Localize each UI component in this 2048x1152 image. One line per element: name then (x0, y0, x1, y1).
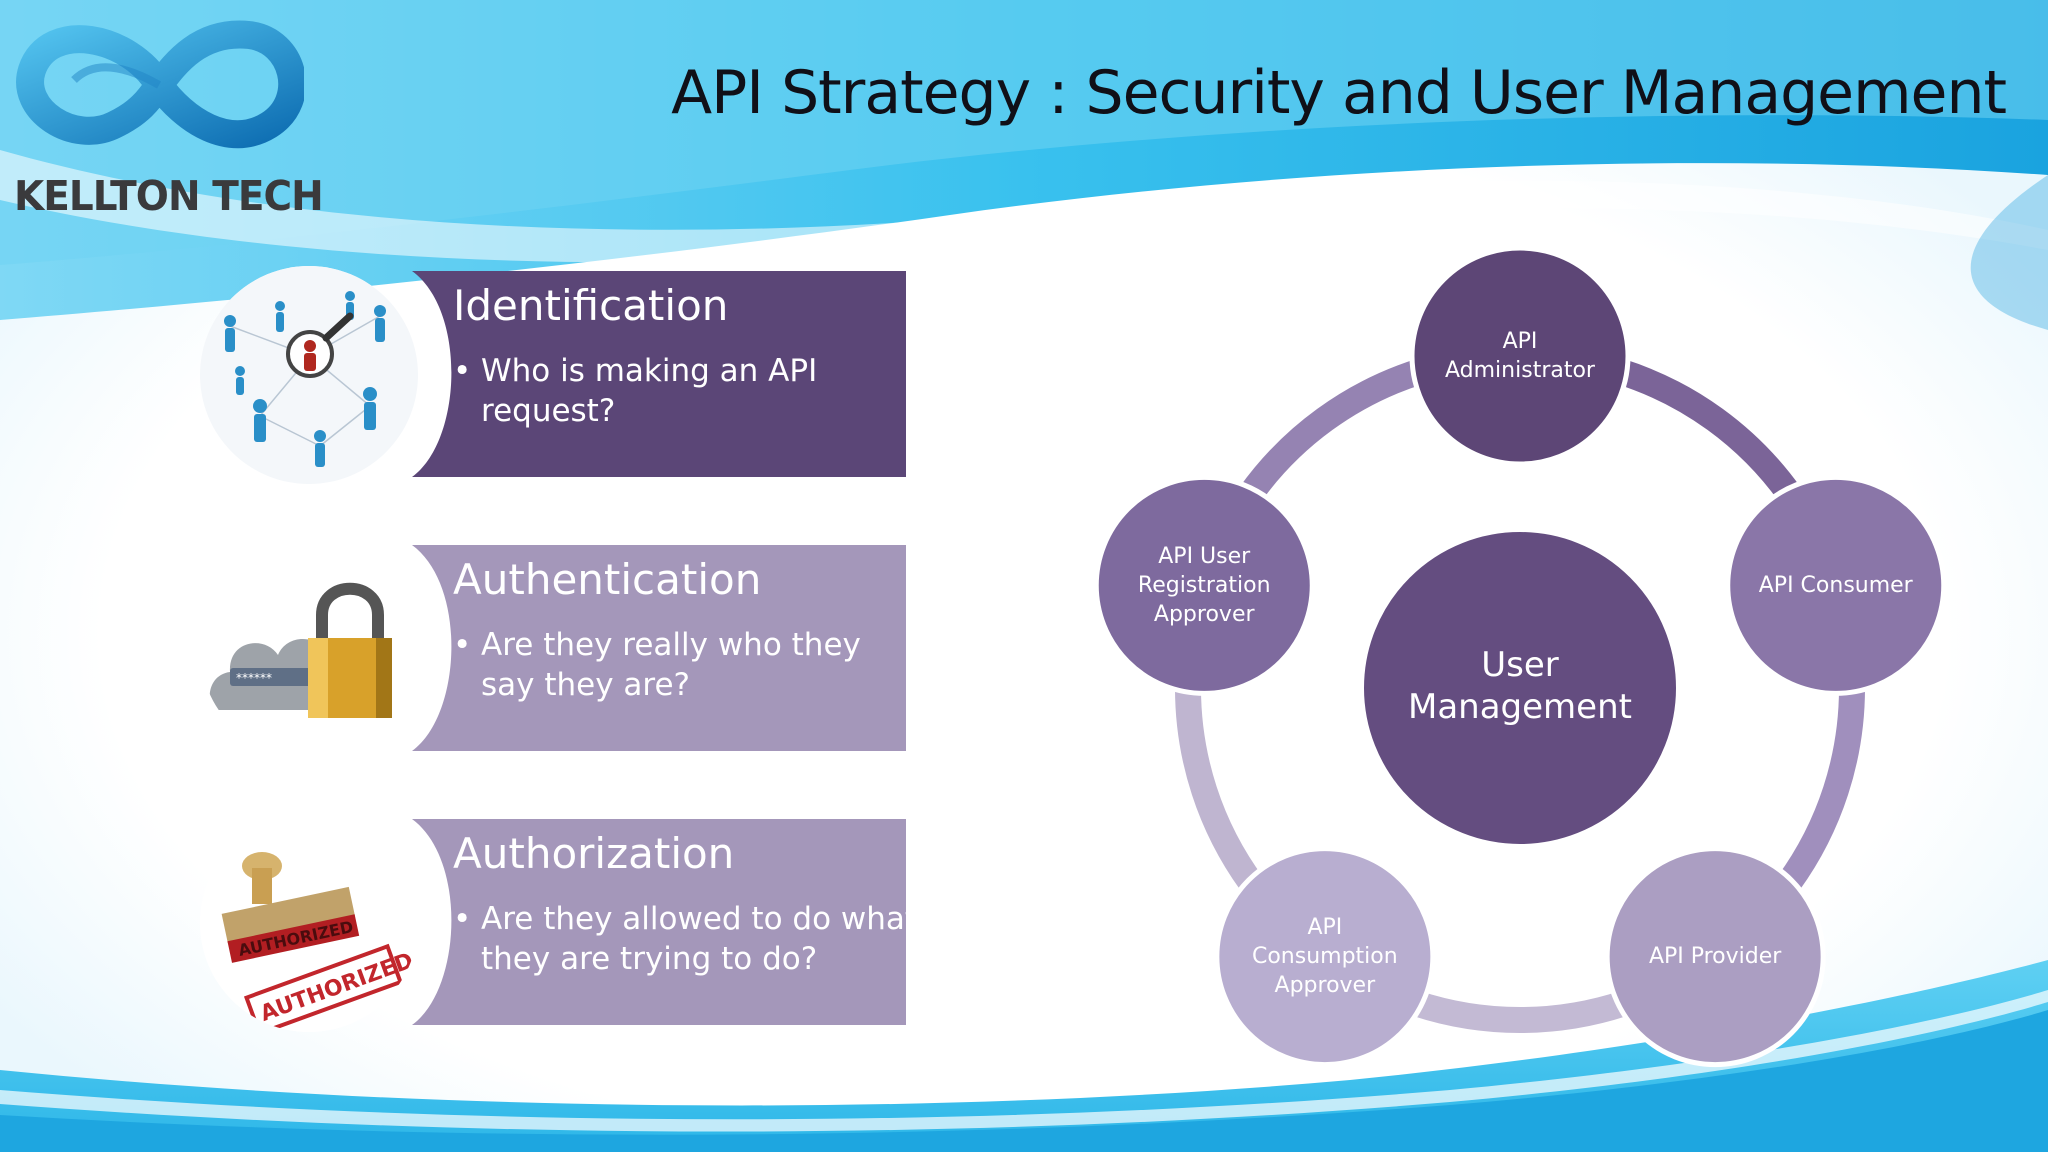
cloud-padlock-icon: ****** (200, 540, 418, 758)
authorization-image: AUTHORIZED AUTHORIZED (200, 814, 418, 1032)
cycle-node (1725, 474, 1947, 696)
kellton-logo-icon (16, 20, 304, 149)
logo-text: KELLTON TECH (14, 172, 324, 220)
identification-image (200, 266, 418, 484)
panel-shape (412, 271, 906, 477)
cycle-node-label: API User Registration Approver (1137, 543, 1271, 627)
center-node-label: User Management (1408, 645, 1632, 727)
page-title: API Strategy : Security and User Managem… (671, 58, 2007, 128)
cycle-node (1604, 846, 1826, 1068)
cycle-node (1093, 474, 1315, 696)
user-management-cycle (1093, 245, 1947, 1068)
center-node (1360, 528, 1680, 848)
authentication-image: ****** (200, 540, 418, 758)
people-network-icon (200, 266, 418, 484)
panel-bullet: •Are they allowed to do what they are tr… (453, 901, 918, 977)
panel-title: Authentication (453, 555, 762, 604)
panel-title: Authorization (453, 829, 735, 878)
svg-text:******: ****** (236, 671, 272, 685)
panel-authorization: Authorization •Are they allowed to do wh… (372, 819, 917, 1025)
cycle-node-label: API Consumer (1758, 572, 1913, 598)
cycle-node-label: API Provider (1648, 944, 1782, 970)
bullet-text: Who is making an API request? (481, 353, 818, 429)
panel-bullet: •Are they really who they say they are? (453, 627, 861, 703)
bullet-text: Are they allowed to do what they are try… (481, 901, 918, 977)
cycle-node (1214, 846, 1436, 1068)
bullet-text: Are they really who they say they are? (481, 627, 861, 703)
authorized-stamp-icon: AUTHORIZED AUTHORIZED (200, 814, 418, 1032)
panel-shape (412, 545, 906, 751)
cycle-node-label: API Consumption Approver (1251, 915, 1398, 999)
panel-bullet: •Who is making an API request? (453, 353, 818, 429)
cycle-node-label: API Administrator (1445, 329, 1595, 383)
cycle-node (1409, 245, 1631, 467)
panel-identification: Identification •Who is making an API req… (372, 271, 906, 477)
panel-title: Identification (453, 281, 729, 330)
panel-shape (412, 819, 906, 1025)
panel-authentication: Authentication •Are they really who they… (372, 545, 906, 751)
